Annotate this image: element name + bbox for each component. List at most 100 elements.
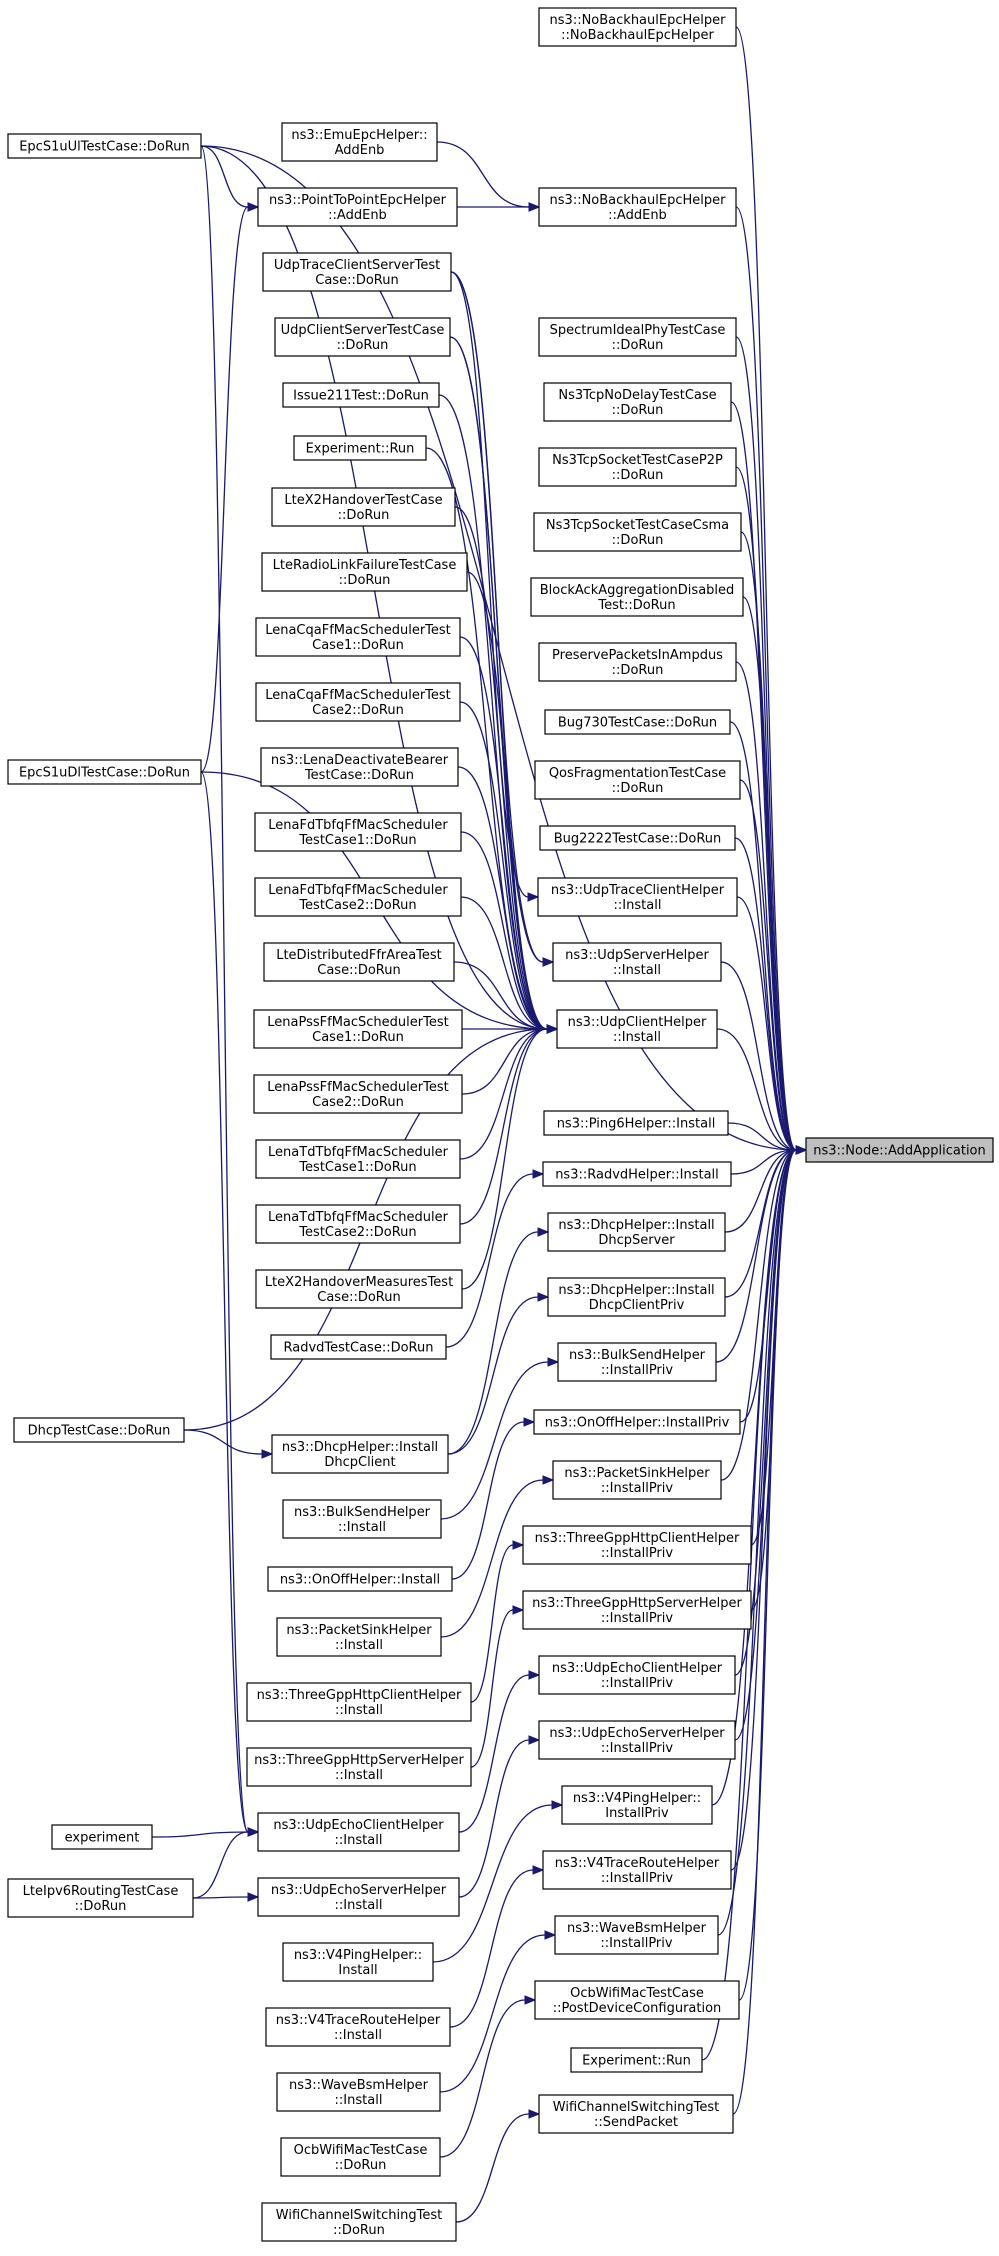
node-nbh-ctor[interactable]: ns3::NoBackhaulEpcHelper::NoBackhaulEpcH… <box>538 7 737 47</box>
node-label: ::DoRun <box>75 1899 127 1914</box>
node-ns3tcpnd[interactable]: Ns3TcpNoDelayTestCase::DoRun <box>543 382 732 422</box>
node-wcsdorun[interactable]: WifiChannelSwitchingTest::DoRun <box>261 2202 457 2242</box>
call-edge <box>445 1169 545 1348</box>
node-box <box>263 942 455 982</box>
node-psink-priv[interactable]: ns3::PacketSinkHelper::InstallPriv <box>552 1460 722 1500</box>
node-nbh-addenb[interactable]: ns3::NoBackhaulEpcHelper::AddEnb <box>538 187 737 227</box>
node-ltex2[interactable]: LteX2HandoverTestCase::DoRun <box>271 487 456 527</box>
node-wcssend[interactable]: WifiChannelSwitchingTest::SendPacket <box>538 2094 734 2134</box>
node-ltei6[interactable]: LteIpv6RoutingTestCase::DoRun <box>7 1878 194 1918</box>
node-uec-install[interactable]: ns3::UdpEchoClientHelper::Install <box>257 1812 460 1852</box>
node-tgc-install[interactable]: ns3::ThreeGppHttpClientHelper::Install <box>246 1682 472 1722</box>
node-box <box>254 877 462 917</box>
node-emu-addenb[interactable]: ns3::EmuEpcHelper::AddEnb <box>281 122 438 162</box>
node-label: LenaTdTbfqFfMacScheduler <box>268 1210 449 1225</box>
node-box <box>282 1942 434 1982</box>
node-tgs-install[interactable]: ns3::ThreeGppHttpServerHelper::Install <box>246 1747 472 1787</box>
node-radvdtest[interactable]: RadvdTestCase::DoRun <box>270 1334 447 1360</box>
edge-line <box>449 1869 534 2028</box>
node-box <box>276 1617 442 1657</box>
node-onoff-install[interactable]: ns3::OnOffHelper::Install <box>267 1566 453 1592</box>
node-udpcs[interactable]: UdpClientServerTestCase::DoRun <box>274 317 451 357</box>
node-dhcptest[interactable]: DhcpTestCase::DoRun <box>13 1417 185 1443</box>
node-label: Case2::DoRun <box>312 1095 404 1110</box>
node-qosfrag[interactable]: QosFragmentationTestCase::DoRun <box>534 760 741 800</box>
node-label: Issue211Test::DoRun <box>293 389 429 404</box>
node-exprun-r[interactable]: Experiment::Run <box>570 2047 703 2073</box>
edge-line <box>445 1173 534 1348</box>
node-box <box>255 1139 461 1179</box>
node-udpclient-inst[interactable]: ns3::UdpClientHelper::Install <box>556 1009 718 1049</box>
node-exprun-l[interactable]: Experiment::Run <box>293 435 427 461</box>
node-v4tr-install[interactable]: ns3::V4TraceRouteHelper::Install <box>265 2007 451 2047</box>
node-tgc-priv[interactable]: ns3::ThreeGppHttpClientHelper::InstallPr… <box>522 1525 752 1565</box>
node-udpserver-inst[interactable]: ns3::UdpServerHelper::Install <box>552 942 722 982</box>
node-ues-priv[interactable]: ns3::UdpEchoServerHelper::InstallPriv <box>538 1720 736 1760</box>
node-box <box>534 760 741 800</box>
node-ues-install[interactable]: ns3::UdpEchoServerHelper::Install <box>257 1877 460 1917</box>
node-ping6[interactable]: ns3::Ping6Helper::Install <box>543 1110 729 1136</box>
node-experiment[interactable]: experiment <box>51 1824 153 1850</box>
node-bulk-install[interactable]: ns3::BulkSendHelper::Install <box>282 1499 442 1539</box>
node-onoff-priv[interactable]: ns3::OnOffHelper::InstallPriv <box>533 1409 741 1435</box>
node-spectrum[interactable]: SpectrumIdealPhyTestCase::DoRun <box>538 317 737 357</box>
node-target[interactable]: ns3::Node::AddApplication <box>805 1137 994 1163</box>
node-ns3tcpp2p[interactable]: Ns3TcpSocketTestCaseP2P::DoRun <box>538 447 737 487</box>
node-lterlf[interactable]: LteRadioLinkFailureTestCase::DoRun <box>261 552 468 592</box>
node-label: ns3::DhcpHelper::Install <box>558 1218 714 1233</box>
node-box <box>538 1720 736 1760</box>
node-udptrace-inst[interactable]: ns3::UdpTraceClientHelper::Install <box>537 877 738 917</box>
node-ocbpost[interactable]: OcbWifiMacTestCase::PostDeviceConfigurat… <box>534 1980 740 2020</box>
call-edge <box>456 202 541 212</box>
node-label: ns3::UdpEchoServerHelper <box>549 1726 725 1741</box>
node-issue211[interactable]: Issue211Test::DoRun <box>282 382 440 408</box>
node-box <box>537 877 738 917</box>
edge-line <box>715 1149 797 1363</box>
node-ns3tcpcsma[interactable]: Ns3TcpSocketTestCaseCsma::DoRun <box>533 512 742 552</box>
node-label: Case1::DoRun <box>312 638 404 653</box>
node-tgs-priv[interactable]: ns3::ThreeGppHttpServerHelper::InstallPr… <box>522 1590 752 1630</box>
node-psink-install[interactable]: ns3::PacketSinkHelper::Install <box>276 1617 442 1657</box>
node-ocbdorun[interactable]: OcbWifiMacTestCase::DoRun <box>280 2137 441 2177</box>
node-box <box>274 317 451 357</box>
call-edge <box>738 1145 808 2001</box>
node-label: ns3::DhcpHelper::Install <box>282 1440 438 1455</box>
node-p2p-addenb[interactable]: ns3::PointToPointEpcHelper::AddEnb <box>257 187 458 227</box>
edge-line <box>200 145 249 1833</box>
node-bug2222[interactable]: Bug2222TestCase::DoRun <box>539 825 736 851</box>
node-epcs1uul[interactable]: EpcS1uUlTestCase::DoRun <box>7 133 202 159</box>
edge-line <box>447 1296 539 1455</box>
node-wbsm-priv[interactable]: ns3::WaveBsmHelper::InstallPriv <box>554 1915 719 1955</box>
arrowhead-icon <box>528 202 541 212</box>
call-edge <box>439 1930 557 2093</box>
node-radvd-inst[interactable]: ns3::RadvdHelper::Install <box>542 1161 732 1187</box>
node-uec-priv[interactable]: ns3::UdpEchoClientHelper::InstallPriv <box>538 1655 736 1695</box>
node-v4tr-priv[interactable]: ns3::V4TraceRouteHelper::InstallPriv <box>542 1850 732 1890</box>
node-label: ::Install <box>613 1030 661 1045</box>
node-bug730[interactable]: Bug730TestCase::DoRun <box>544 709 731 735</box>
node-epcs1udl[interactable]: EpcS1uDlTestCase::DoRun <box>7 759 202 785</box>
node-preserve[interactable]: PreservePacketsInAmpdus::DoRun <box>538 642 737 682</box>
node-bulk-priv[interactable]: ns3::BulkSendHelper::InstallPriv <box>557 1342 717 1382</box>
node-v4ping-install[interactable]: ns3::V4PingHelper::Install <box>282 1942 434 1982</box>
edge-line <box>734 837 797 1151</box>
node-v4ping-priv[interactable]: ns3::V4PingHelper::InstallPriv <box>561 1785 713 1825</box>
node-wbsm-install[interactable]: ns3::WaveBsmHelper::Install <box>276 2072 441 2112</box>
node-label: ns3::PointToPointEpcHelper <box>269 193 447 208</box>
